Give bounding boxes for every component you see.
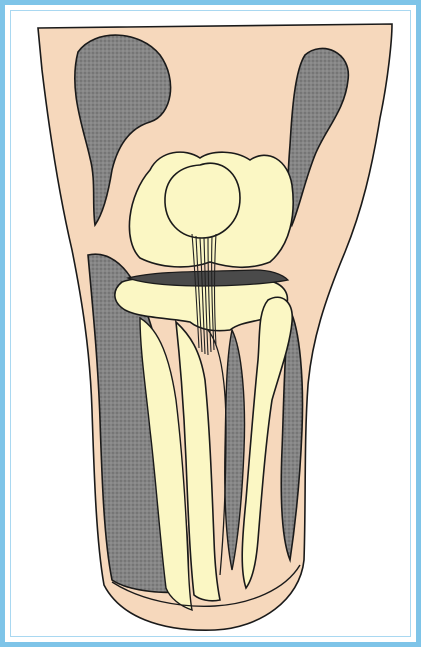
patella	[165, 163, 240, 238]
